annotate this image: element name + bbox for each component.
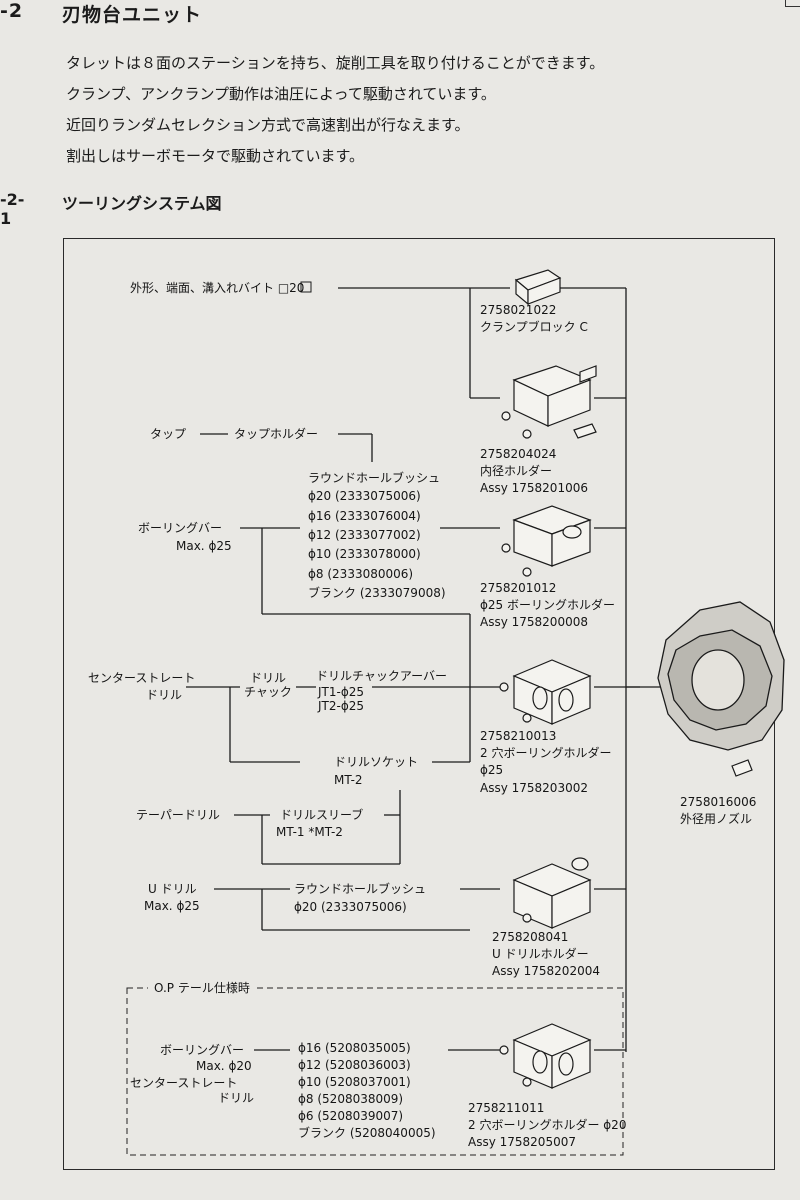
id-holder-drawing [501, 365, 597, 439]
clamp-block-name: クランプブロック C [480, 320, 588, 334]
drill-chuck-label-2: チャック [244, 685, 292, 699]
intro-paragraph: タレットは８面のステーションを持ち、旋削工具を取り付けることができます。 クラン… [66, 48, 604, 172]
two-hole-holder-drawing [499, 659, 592, 725]
drill-sleeve-label: ドリルスリーブ [280, 808, 364, 822]
nozzle-drawing [731, 759, 753, 777]
u-drill-label: U ドリル [148, 882, 197, 896]
boring-holder-assy: Assy 1758200008 [480, 615, 588, 629]
round-hole-bush-item: ϕ12 (2333077002) [308, 528, 421, 542]
intro-line: タレットは８面のステーションを持ち、旋削工具を取り付けることができます。 [66, 54, 605, 72]
clamp-block-number: 2758021022 [480, 303, 557, 317]
u-bush-size: ϕ20 (2333075006) [294, 900, 407, 914]
id-holder-assy: Assy 1758201006 [480, 481, 588, 495]
u-drill-holder-drawing [512, 857, 592, 929]
section-title: 刃物台ユニット [62, 4, 203, 26]
id-holder-name: 内径ホルダー [480, 464, 553, 478]
drill-chuck-arbor-label: ドリルチャックアーバー [316, 669, 448, 683]
two-hole-holder-assy: Assy 1758203002 [480, 781, 588, 795]
u-holder-number: 2758208041 [492, 930, 569, 944]
round-hole-bush-item: ブランク (2333079008) [308, 586, 446, 600]
center-drill-label: センターストレート [88, 671, 196, 685]
round-hole-bush-item: ϕ20 (2333075006) [308, 489, 421, 503]
op-size-item: ϕ16 (5208035005) [298, 1041, 411, 1055]
center-drill-label-2: ドリル [146, 688, 183, 702]
boring-bar-max: Max. ϕ25 [176, 539, 232, 553]
boring-holder-number: 2758201012 [480, 581, 557, 595]
jt2-label: JT2-ϕ25 [318, 699, 365, 713]
section-number: -2 [0, 0, 24, 22]
boring-bar-label: ボーリングバー [138, 521, 223, 535]
u-bush-label: ラウンドホールブッシュ [294, 882, 427, 896]
op-size-item: ϕ8 (5208038009) [298, 1092, 404, 1106]
id-holder-number: 2758204024 [480, 447, 557, 461]
op-center-drill-label: センターストレート [130, 1076, 238, 1090]
intro-line: 割出しはサーボモータで駆動されています。 [66, 147, 365, 165]
op-tail-dashed-box [126, 987, 624, 1156]
clamp-block-drawing [514, 269, 562, 306]
u-drill-max: Max. ϕ25 [144, 899, 200, 913]
boring-holder-name: ϕ25 ボーリングホルダー [480, 598, 616, 612]
tap-label: タップ [150, 427, 187, 441]
tap-holder-label: タップホルダー [234, 427, 319, 441]
page-corner-rule [785, 0, 800, 7]
op-size-item: ϕ12 (5208036003) [298, 1058, 411, 1072]
holder-drawings [499, 269, 753, 1089]
bite-label: 外形、端面、溝入れバイト □20 [130, 281, 305, 295]
op-holder-name: 2 穴ボーリングホルダー ϕ20 [468, 1118, 627, 1132]
op-center-drill-label-2: ドリル [218, 1091, 255, 1105]
op-size-item: ϕ10 (5208037001) [298, 1075, 411, 1089]
subsection-number: -2-1 [0, 190, 25, 228]
boring-holder-drawing [501, 505, 592, 577]
nozzle-name: 外径用ノズル [680, 812, 753, 826]
u-holder-assy: Assy 1758202004 [492, 964, 600, 978]
round-hole-bush-item: ϕ8 (2333080006) [308, 567, 414, 581]
round-hole-bush-item: ϕ16 (2333076004) [308, 509, 421, 523]
taper-drill-label: テーパードリル [136, 808, 220, 822]
two-hole-holder-number: 2758210013 [480, 729, 557, 743]
intro-line: クランプ、アンクランプ動作は油圧によって駆動されています。 [66, 85, 496, 103]
jt1-label: JT1-ϕ25 [318, 685, 365, 699]
drill-sleeve-mt-label: MT-1 *MT-2 [276, 825, 343, 839]
op-holder-number: 2758211011 [468, 1101, 545, 1115]
op-holder-assy: Assy 1758205007 [468, 1135, 576, 1149]
subsection-title: ツーリングシステム図 [62, 194, 222, 213]
op-boring-bar-label: ボーリングバー [160, 1043, 245, 1057]
op-size-item: ブランク (5208040005) [298, 1126, 436, 1140]
drill-chuck-label: ドリル [250, 671, 287, 685]
turret-drawing [657, 601, 785, 751]
op-holder-drawing [499, 1023, 592, 1089]
intro-line: 近回りランダムセレクション方式で高速割出が行なえます。 [66, 116, 470, 134]
square-shank-icon [300, 281, 312, 293]
u-holder-name: U ドリルホルダー [492, 947, 589, 961]
mt2-label: MT-2 [334, 773, 363, 787]
op-boring-bar-max: Max. ϕ20 [196, 1059, 252, 1073]
op-size-item: ϕ6 (5208039007) [298, 1109, 404, 1123]
op-tail-title: O.P テール仕様時 [148, 980, 256, 996]
two-hole-holder-name: 2 穴ボーリングホルダー [480, 746, 612, 760]
drill-socket-label: ドリルソケット [334, 755, 419, 769]
round-hole-bush-item: ϕ10 (2333078000) [308, 547, 421, 561]
two-hole-holder-size: ϕ25 [480, 763, 504, 777]
nozzle-number: 2758016006 [680, 795, 757, 809]
connector-lines [186, 287, 660, 1052]
round-hole-bush-title: ラウンドホールブッシュ [308, 471, 441, 485]
